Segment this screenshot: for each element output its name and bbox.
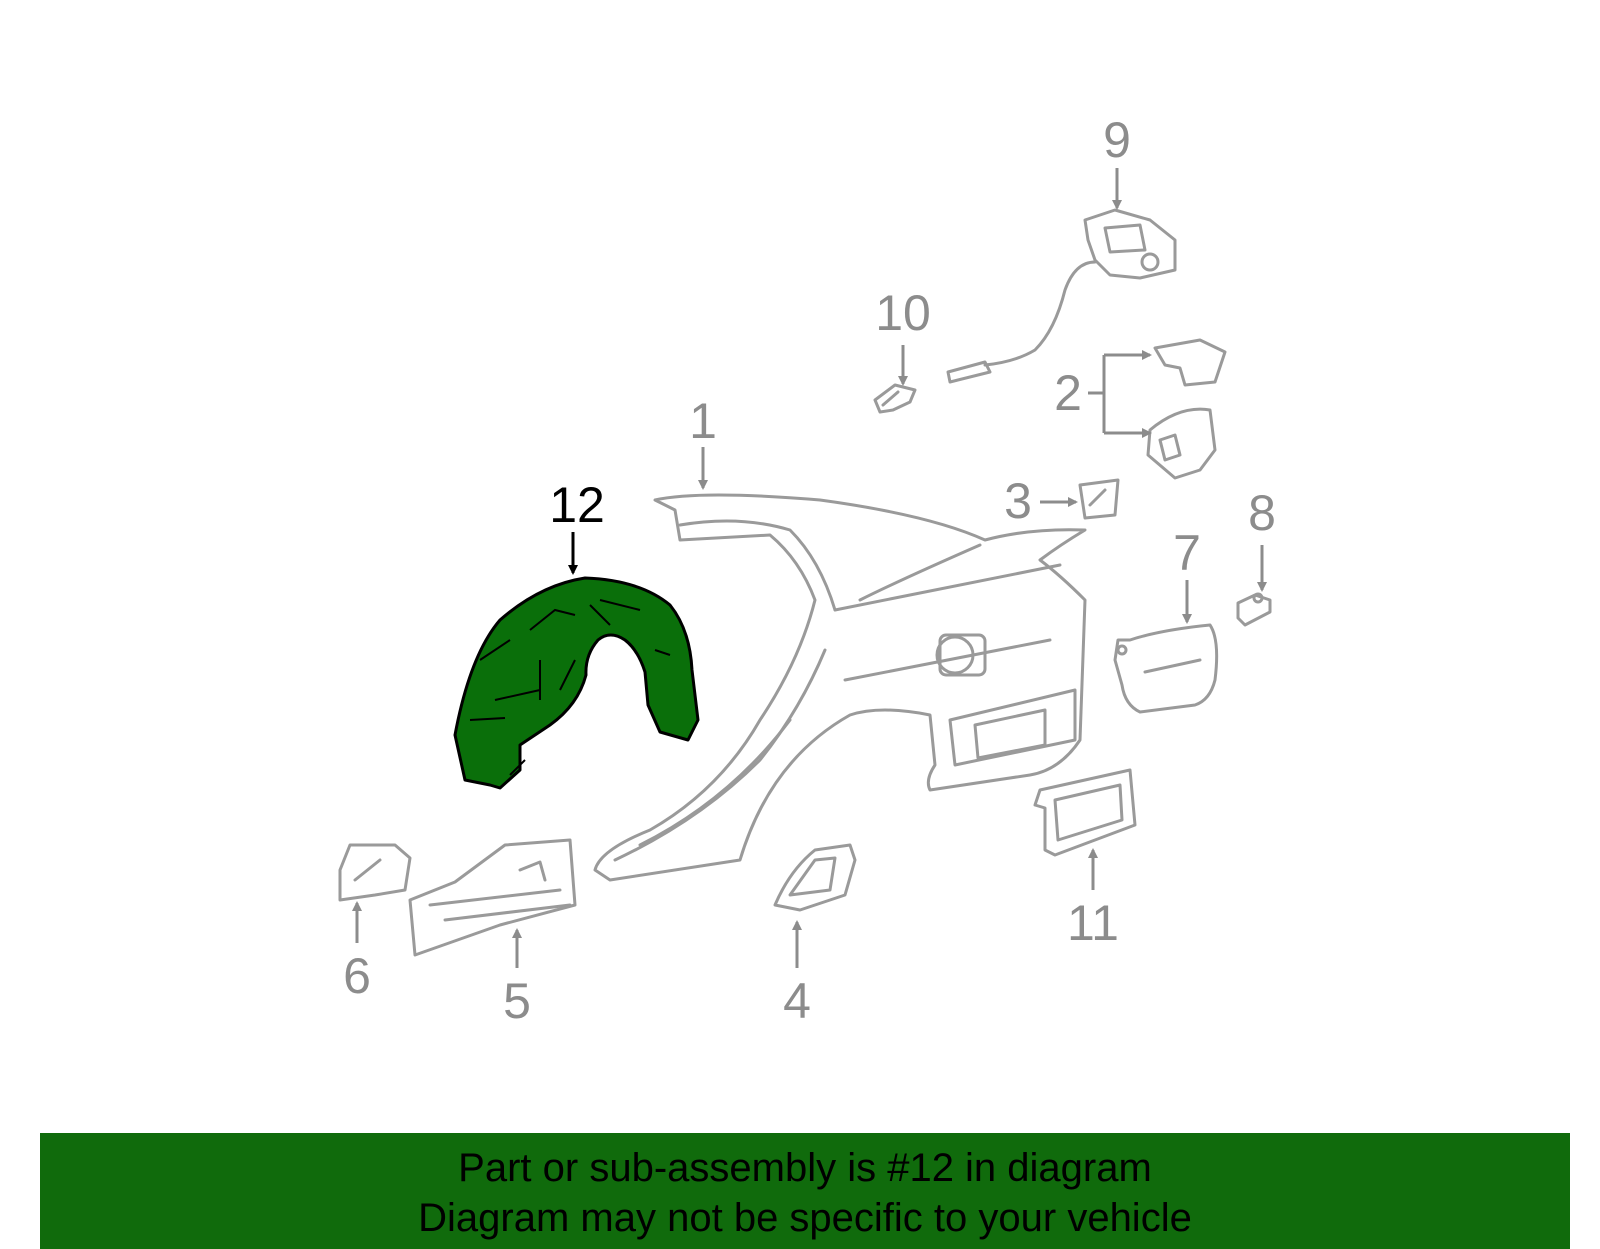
callout-3: 3 [1004,473,1078,529]
svg-text:5: 5 [503,973,531,1029]
callout-4: 4 [783,920,811,1029]
svg-text:2: 2 [1054,365,1082,421]
callout-11: 11 [1067,848,1119,951]
quarter-panel-part-1[interactable] [593,493,1087,882]
svg-text:9: 9 [1103,112,1131,168]
callout-12: 12 [549,477,605,575]
svg-text:12: 12 [549,477,605,533]
svg-text:7: 7 [1173,525,1201,581]
part-3-clip[interactable] [1078,478,1120,520]
callout-2: 2 [1054,350,1152,438]
svg-text:6: 6 [343,948,371,1004]
banner-line-1: Part or sub-assembly is #12 in diagram [458,1146,1152,1190]
part-2-brackets[interactable] [1146,338,1227,480]
part-5-extension[interactable] [408,838,577,957]
svg-text:11: 11 [1067,895,1119,951]
banner-line-2: Diagram may not be specific to your vehi… [418,1196,1192,1240]
callout-5: 5 [503,928,531,1029]
callout-7: 7 [1173,525,1201,624]
callout-10: 10 [875,285,931,386]
svg-text:1: 1 [689,393,717,449]
part-6-bracket[interactable] [338,843,412,902]
part-9-opener-cable[interactable] [946,208,1177,384]
part-4-bracket[interactable] [773,843,857,912]
svg-text:10: 10 [875,285,931,341]
callout-9: 9 [1103,112,1131,210]
callout-6: 6 [343,901,371,1004]
svg-text:8: 8 [1248,485,1276,541]
part-12-wheel-liner[interactable] [453,576,700,790]
callout-8: 8 [1248,485,1276,592]
svg-text:3: 3 [1004,473,1032,529]
part-11-protector[interactable] [1033,768,1137,857]
part-10-clip[interactable] [873,383,917,414]
info-banner: Part or sub-assembly is #12 in diagram D… [40,1133,1570,1249]
part-7-fuel-door[interactable] [1113,623,1219,714]
part-8-bumper[interactable] [1236,592,1272,627]
callout-1: 1 [689,393,717,490]
svg-text:4: 4 [783,973,811,1029]
